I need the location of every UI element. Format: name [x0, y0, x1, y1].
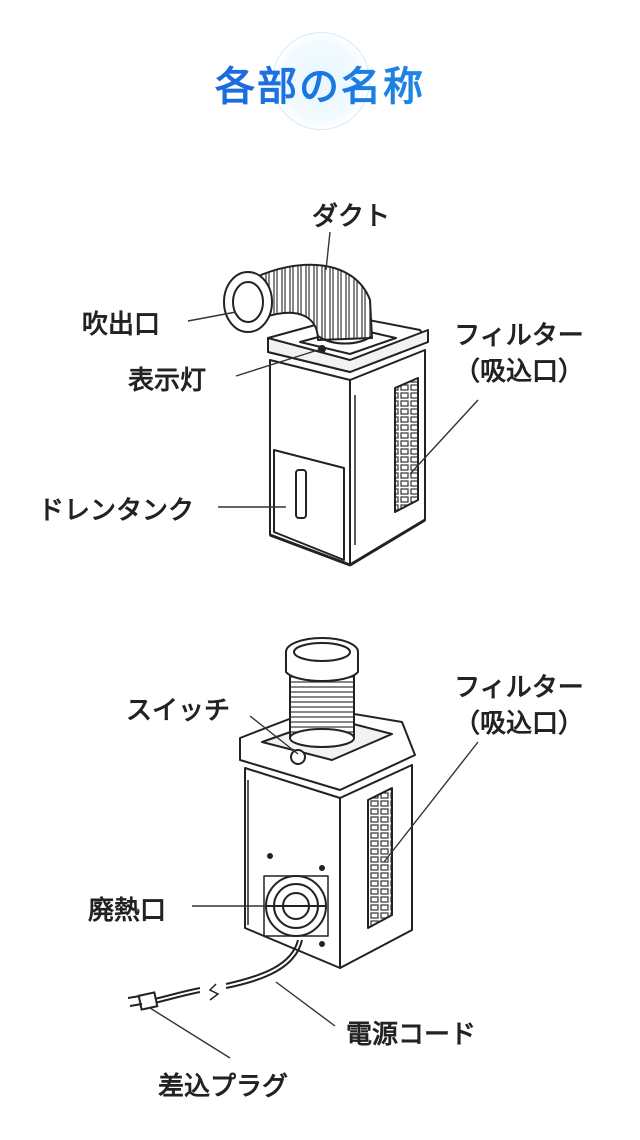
- label-top-filter: フィルター （吸込口）: [444, 318, 594, 390]
- label-bottom-filter-sub: （吸込口）: [453, 709, 584, 739]
- label-power-cord: 電源コード: [346, 1020, 477, 1050]
- label-outlet: 吹出口: [82, 310, 161, 340]
- label-plug: 差込プラグ: [158, 1072, 289, 1102]
- page-title: 各部の名称: [0, 54, 640, 112]
- label-display-light: 表示灯: [128, 366, 207, 396]
- label-bottom-filter: フィルター （吸込口）: [444, 670, 594, 742]
- top-drain-window: [295, 469, 307, 519]
- label-switch: スイッチ: [126, 696, 231, 726]
- label-top-filter-main: フィルター: [454, 321, 584, 351]
- label-duct: ダクト: [312, 202, 391, 232]
- bottom-unit-illustration: [239, 707, 416, 969]
- title-decoration-circle: [272, 32, 370, 130]
- leader-switch: [249, 715, 299, 755]
- power-cord: [127, 939, 303, 1011]
- bottom-unit-left-face: [244, 767, 341, 969]
- label-drain-tank: ドレンタンク: [38, 496, 195, 526]
- leader-plug: [149, 1007, 231, 1059]
- top-filter-grille: [394, 377, 419, 513]
- label-exhaust: 廃熱口: [88, 896, 167, 926]
- label-top-filter-sub: （吸込口）: [453, 357, 584, 387]
- label-bottom-filter-main: フィルター: [454, 673, 584, 703]
- top-unit-illustration: [267, 315, 429, 567]
- leader-outlet: [187, 311, 237, 322]
- title-area: 各部の名称: [0, 28, 640, 130]
- leader-bottom-filter: [383, 741, 479, 863]
- leader-top-filter: [409, 399, 479, 475]
- leader-display: [235, 349, 319, 377]
- top-duct: [223, 263, 373, 345]
- bottom-filter-grille: [367, 787, 393, 929]
- top-drain-tank: [273, 449, 345, 561]
- leader-duct: [325, 231, 331, 271]
- power-switch: [290, 749, 306, 765]
- bottom-duct: [285, 637, 359, 748]
- leader-power-cord: [275, 981, 336, 1027]
- leader-lines: [149, 231, 479, 1059]
